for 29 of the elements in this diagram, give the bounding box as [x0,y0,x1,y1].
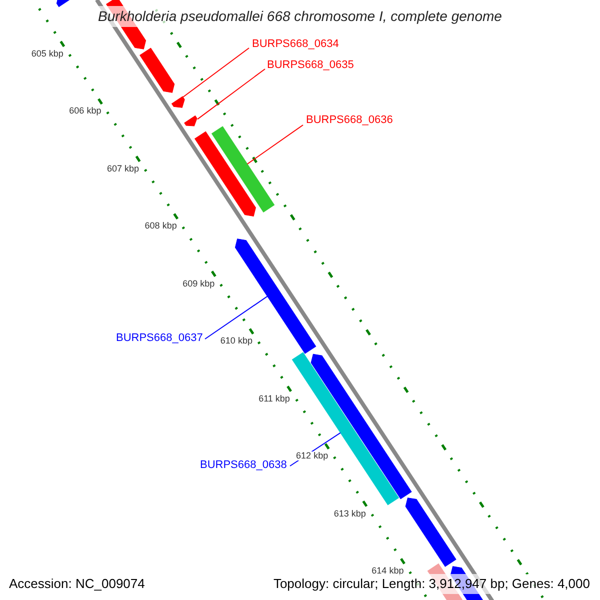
gene-label: BURPS668_0634 [252,39,339,50]
gene-feature [405,498,456,567]
gene-feature [234,238,316,354]
position-label: 608 kbp [144,222,178,231]
position-label: 610 kbp [219,336,254,346]
gene-label: BURPS668_0638 [200,460,287,471]
gene-feature [292,352,399,506]
position-label: 612 kbp [295,452,330,461]
position-label: 607 kbp [106,164,140,174]
gene-label: BURPS668_0635 [267,60,354,71]
position-label: 609 kbp [182,279,216,288]
gene-feature [140,48,175,93]
gene-label: BURPS668_0637 [116,333,203,344]
gene-feature [172,96,185,108]
summary-text: Topology: circular; Length: 3,912,947 bp; Genes: 4,000 [273,574,590,594]
position-label: 611 kbp [258,394,291,404]
gene-feature [212,126,275,212]
leader-line [204,296,268,340]
leader-line [246,124,304,164]
gene-label: BURPS668_0636 [306,115,393,126]
gene-feature [56,0,70,7]
gene-feature [184,116,198,126]
position-label: 613 kbp [332,509,367,518]
gene-feature [194,131,256,216]
position-label: 606 kbp [68,106,102,116]
position-label: 605 kbp [30,49,64,58]
gene-feature [310,354,412,500]
leader-line [182,48,250,98]
leader-line [197,68,266,120]
